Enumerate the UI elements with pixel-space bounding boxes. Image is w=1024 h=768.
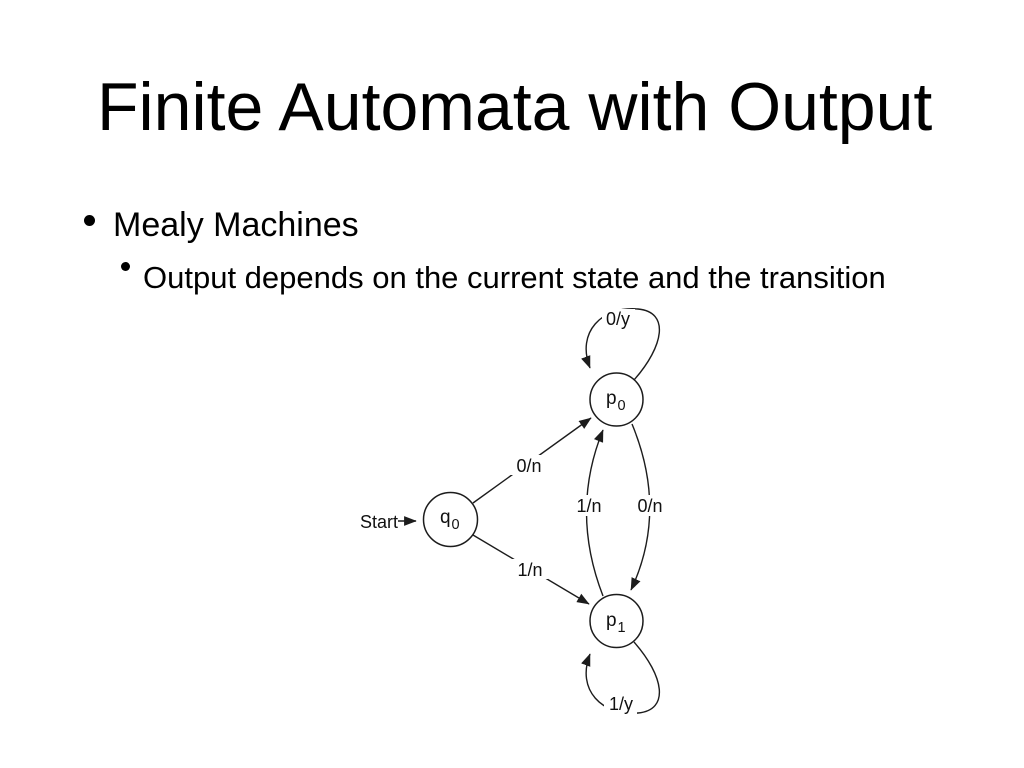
state-circle-p1 [589, 593, 644, 649]
state-label-q0-subscript: 0 [452, 517, 460, 533]
bullet-item-output: Output depends on the current state and … [143, 260, 886, 295]
slide-title-text: Finite Automata with Output [97, 69, 933, 145]
start-label: Start [360, 512, 398, 532]
slide-title: Finite Automata with Output [97, 68, 932, 146]
label-bg-p0-p1 [632, 495, 668, 516]
transition-label-p0-p1: 0/n [637, 496, 662, 516]
bullet-dot-level1 [84, 215, 95, 226]
self-loop-p1 [581, 641, 661, 714]
transition-label-q0-p0: 0/n [516, 456, 541, 476]
bullet-item-mealy: Mealy Machines [113, 206, 359, 244]
label-bg-p0-loop [602, 309, 635, 329]
self-loop-p0 [581, 308, 661, 381]
state-label-p1: p [606, 610, 617, 631]
label-bg-p1-loop [604, 694, 637, 714]
label-bg-p1-p0 [571, 495, 607, 516]
state-circle-p0 [589, 372, 644, 427]
label-bg-q0-p0 [510, 455, 547, 475]
state-label-p0: p [606, 388, 617, 409]
bullet-dot-level2 [121, 262, 130, 271]
label-bg-q0-p1 [511, 559, 548, 579]
transition-label-q0-p1: 1/n [517, 560, 542, 580]
state-label-p0-subscript: 0 [618, 398, 626, 414]
state-label-q0: q [440, 507, 451, 528]
state-label-p1-subscript: 1 [618, 620, 626, 636]
transition-label-p0-loop: 0/y [606, 309, 630, 329]
transition-label-p1-loop: 1/y [609, 694, 633, 714]
state-circle-q0 [422, 491, 479, 548]
transition-label-p1-p0: 1/n [576, 496, 601, 516]
